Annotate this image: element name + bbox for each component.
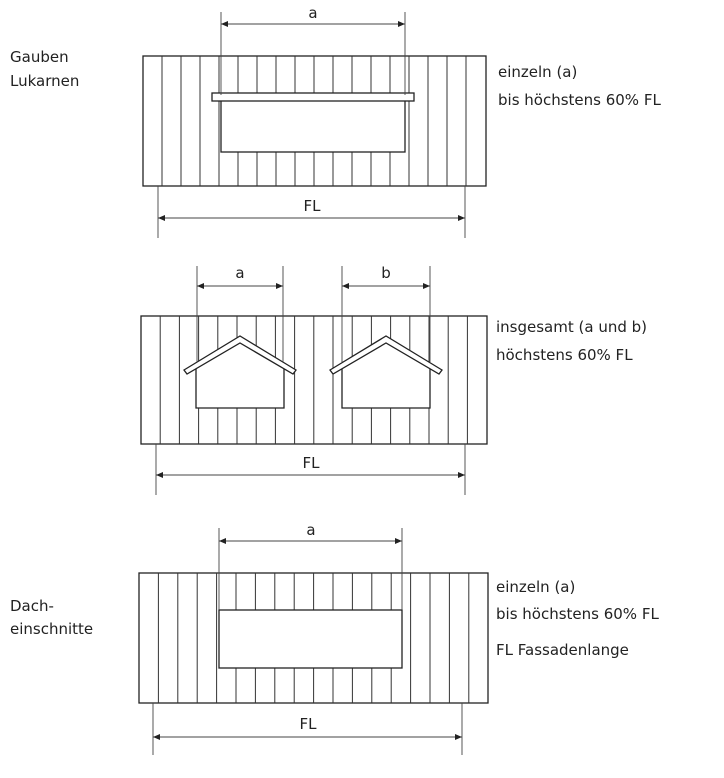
section-1-label-line-1: Gauben xyxy=(10,48,69,66)
section-3-label-line-2: einschnitte xyxy=(10,620,93,638)
dim-fl-label: FL xyxy=(304,197,322,215)
section-1-label-line-2: Lukarnen xyxy=(10,72,79,90)
dim-fl2-label: FL xyxy=(303,454,321,472)
section-3-note-line-1: einzeln (a) xyxy=(496,578,575,596)
section-3-label-line-1: Dach- xyxy=(10,597,54,615)
dim-a2-label: a xyxy=(235,264,244,282)
section-2-note-line-1: insgesamt (a und b) xyxy=(496,318,647,336)
dim-fl3-label: FL xyxy=(300,715,318,733)
section-dacheinschnitte: Dach- einschnitte a FL einzeln (a) bis h… xyxy=(10,521,659,755)
legend-text: FL Fassadenlange xyxy=(496,641,629,659)
dormer-b-roof xyxy=(329,335,443,375)
section-1-note-line-2: bis höchstens 60% FL xyxy=(498,91,661,109)
section-2-note-line-2: höchstens 60% FL xyxy=(496,346,633,364)
roof-cut-opening xyxy=(218,609,403,669)
section-1-note-line-1: einzeln (a) xyxy=(498,63,577,81)
section-two-dormers: a b FL insgesamt (a und b) höchstens 60%… xyxy=(140,264,647,495)
dormer-a-roof xyxy=(183,335,297,375)
dim-b-label: b xyxy=(381,264,391,282)
dim-a3-label: a xyxy=(306,521,315,539)
dim-a-label: a xyxy=(308,4,317,22)
section-gauben: Gauben Lukarnen a FL einzeln (a) bis höc… xyxy=(10,4,661,238)
section-3-note-line-2: bis höchstens 60% FL xyxy=(496,605,659,623)
facade-boards-2 xyxy=(159,316,468,444)
dormer-roof-slab xyxy=(211,92,415,102)
dormer-window xyxy=(220,99,406,153)
